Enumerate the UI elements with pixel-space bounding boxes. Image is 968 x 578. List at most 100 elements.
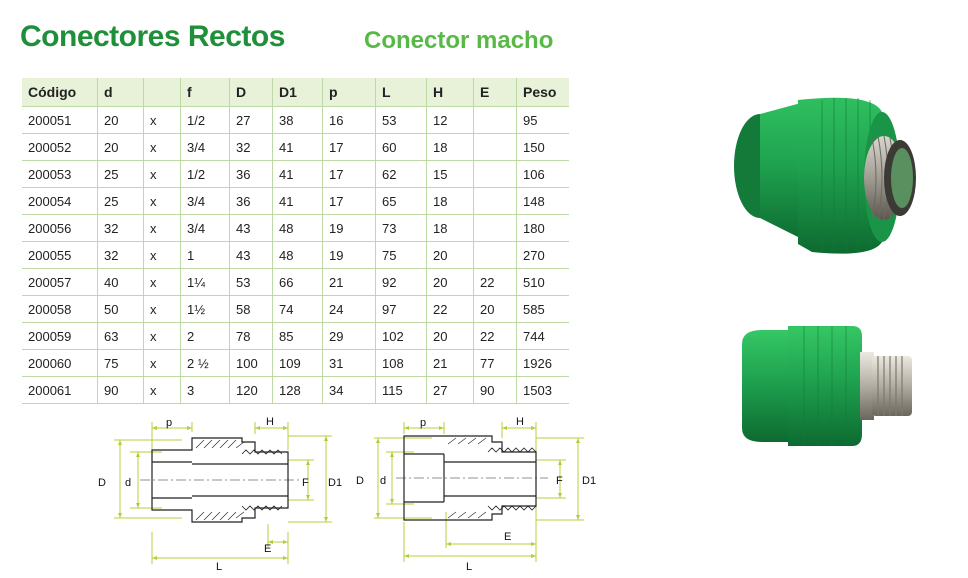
- col-header-f: f: [180, 78, 230, 107]
- col-header-d: d: [97, 78, 144, 107]
- label-p: p: [166, 417, 172, 429]
- table-cell: 24: [322, 295, 376, 323]
- col-header-p: p: [322, 78, 376, 107]
- table-cell: 27: [426, 376, 474, 404]
- product-photo-1: [734, 97, 916, 254]
- label-E-2: E: [504, 531, 511, 543]
- table-cell: 97: [375, 295, 427, 323]
- table-cell: 50: [97, 295, 144, 323]
- table-cell: 20: [97, 133, 144, 161]
- col-header-H: H: [426, 78, 474, 107]
- label-D1-2: D1: [582, 475, 596, 487]
- table-cell: 2 ½: [180, 349, 230, 377]
- table-cell: 120: [229, 376, 273, 404]
- table-cell: 77: [473, 349, 517, 377]
- table-cell: 1½: [180, 295, 230, 323]
- col-header-E: E: [473, 78, 517, 107]
- table-cell: 25: [97, 160, 144, 188]
- table-cell: x: [143, 376, 181, 404]
- table-cell: 1¼: [180, 268, 230, 296]
- label-F-2: F: [556, 475, 563, 487]
- table-cell: 92: [375, 268, 427, 296]
- table-cell: 65: [375, 187, 427, 215]
- table-cell: 60: [375, 133, 427, 161]
- table-cell: [473, 214, 517, 242]
- table-cell: 17: [322, 160, 376, 188]
- label-D-2: D: [356, 475, 364, 487]
- col-header-peso: Peso: [516, 78, 569, 107]
- table-cell: x: [143, 241, 181, 269]
- table-cell: 22: [473, 322, 517, 350]
- table-cell: 200057: [22, 268, 98, 296]
- table-cell: 58: [229, 295, 273, 323]
- product-photo-2: [742, 326, 912, 446]
- label-d: d: [125, 477, 131, 489]
- table-cell: 19: [322, 241, 376, 269]
- table-cell: 20: [426, 268, 474, 296]
- table-cell: x: [143, 322, 181, 350]
- table-cell: 585: [516, 295, 569, 323]
- table-cell: 108: [375, 349, 427, 377]
- col-header-x: [143, 78, 181, 107]
- table-cell: 48: [272, 214, 323, 242]
- table-cell: 19: [322, 214, 376, 242]
- table-cell: 1/2: [180, 106, 230, 134]
- table-cell: 62: [375, 160, 427, 188]
- table-cell: 21: [322, 268, 376, 296]
- table-cell: 18: [426, 187, 474, 215]
- table-cell: 25: [97, 187, 144, 215]
- table-cell: 200055: [22, 241, 98, 269]
- table-cell: 29: [322, 322, 376, 350]
- table-cell: 20: [426, 241, 474, 269]
- table-cell: x: [143, 160, 181, 188]
- table-cell: 38: [272, 106, 323, 134]
- table-cell: 3/4: [180, 214, 230, 242]
- table-cell: 53: [375, 106, 427, 134]
- table-cell: 75: [97, 349, 144, 377]
- label-L: L: [216, 561, 222, 573]
- table-cell: 41: [272, 133, 323, 161]
- table-cell: 200054: [22, 187, 98, 215]
- col-header-L: L: [375, 78, 427, 107]
- table-cell: 1/2: [180, 160, 230, 188]
- table-cell: [473, 187, 517, 215]
- label-H: H: [266, 416, 274, 428]
- table-cell: 32: [97, 214, 144, 242]
- table-cell: 200051: [22, 106, 98, 134]
- table-cell: [473, 160, 517, 188]
- label-F: F: [302, 477, 309, 489]
- table-cell: 90: [473, 376, 517, 404]
- table-cell: 128: [272, 376, 323, 404]
- table-cell: 150: [516, 133, 569, 161]
- table-cell: 115: [375, 376, 427, 404]
- table-cell: 18: [426, 133, 474, 161]
- table-cell: 12: [426, 106, 474, 134]
- table-cell: 200059: [22, 322, 98, 350]
- page-subtitle: Conector macho: [364, 27, 554, 54]
- table-cell: 74: [272, 295, 323, 323]
- table-cell: 27: [229, 106, 273, 134]
- table-cell: 2: [180, 322, 230, 350]
- page-title: Conectores Rectos: [20, 20, 285, 53]
- table-cell: 22: [426, 295, 474, 323]
- table-cell: 78: [229, 322, 273, 350]
- label-d-2: d: [380, 475, 386, 487]
- table-header-row: Código d f D D1 p L H E Peso: [22, 78, 569, 107]
- table-cell: 3/4: [180, 133, 230, 161]
- col-header-codigo: Código: [22, 78, 98, 107]
- table-cell: 1503: [516, 376, 569, 404]
- table-cell: 16: [322, 106, 376, 134]
- table-cell: 200053: [22, 160, 98, 188]
- table-cell: x: [143, 268, 181, 296]
- table-cell: [473, 241, 517, 269]
- table-cell: 32: [229, 133, 273, 161]
- label-D: D: [98, 477, 106, 489]
- label-D1: D1: [328, 477, 342, 489]
- table-cell: 510: [516, 268, 569, 296]
